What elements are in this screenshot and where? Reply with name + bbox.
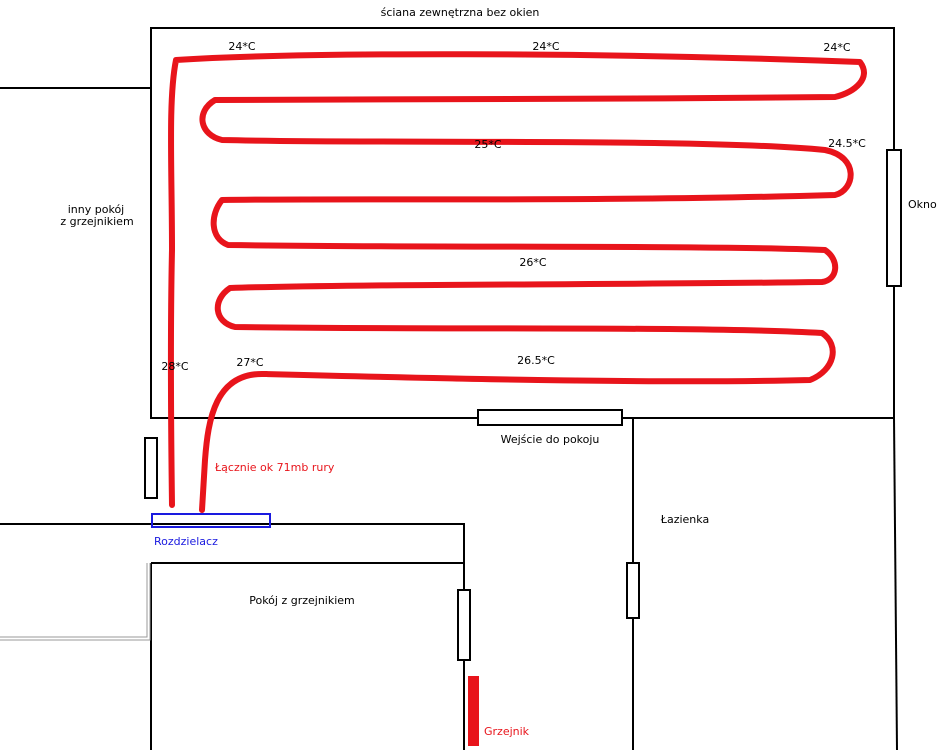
left-room-outline-inner: [0, 563, 148, 638]
radiator-label: Grzejnik: [484, 725, 530, 738]
room-with-radiator-label: Pokój z grzejnikiem: [249, 594, 355, 607]
temperature-label: 24*C: [228, 40, 255, 53]
openings: [144, 149, 902, 661]
bathroom-label: Łazienka: [660, 513, 709, 526]
temperature-label: 24.5*C: [828, 137, 866, 150]
manifold: [151, 513, 271, 528]
temperature-label: 24*C: [823, 41, 850, 54]
manifold-label: Rozdzielacz: [154, 535, 218, 548]
temperature-label: 26.5*C: [517, 354, 555, 367]
left-room-outline: [0, 563, 151, 641]
walls: [0, 27, 898, 750]
other-room-label-line2: z grzejnikiem: [60, 215, 133, 228]
corridor-wall-top: [0, 523, 465, 563]
grey-walls: [0, 563, 151, 641]
window: [886, 149, 902, 287]
window-label: Okno: [908, 198, 937, 211]
door-room-with-radiator: [457, 589, 471, 661]
temperature-label: 24*C: [532, 40, 559, 53]
temperature-label: 28*C: [161, 360, 188, 373]
other-room-label-line1: inny pokój: [68, 203, 124, 216]
temperature-label: 25*C: [474, 138, 501, 151]
bathroom-wall-right: [893, 417, 898, 750]
door-left-room: [144, 437, 158, 499]
total-pipe-label: Łącznie ok 71mb rury: [214, 461, 335, 474]
radiator: [468, 676, 479, 746]
temperature-label: 26*C: [519, 256, 546, 269]
external-wall-label: ściana zewnętrzna bez okien: [381, 6, 540, 19]
entrance-label: Wejście do pokoju: [501, 433, 600, 446]
temperature-label: 27*C: [236, 356, 263, 369]
door-bathroom: [626, 562, 640, 619]
heating-pipe: [167, 51, 867, 513]
entrance-door: [477, 409, 623, 426]
